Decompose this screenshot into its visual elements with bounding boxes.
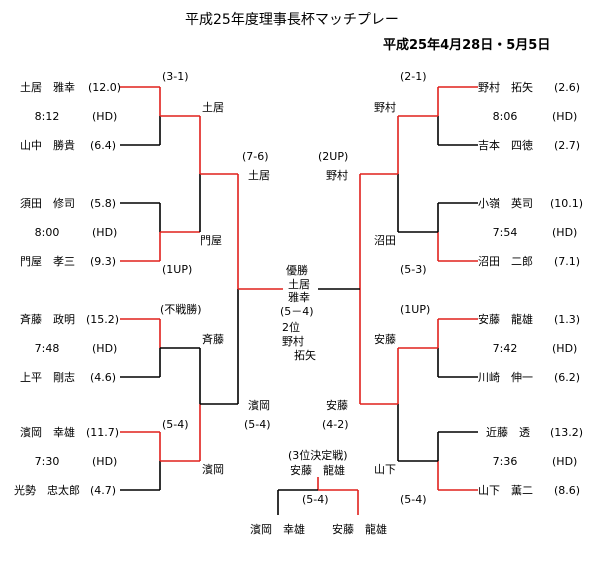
sf-score-r-bot: (4-2) <box>322 418 349 431</box>
tee-time-r2: 7:54 <box>492 226 518 239</box>
sf-score-l-bot: (5-4) <box>244 418 271 431</box>
player-name-l1: 土居 雅幸 <box>20 81 75 94</box>
sf-winner-l-bot: 濱岡 <box>248 399 270 412</box>
event-dates: 平成25年4月28日・5月5日 <box>383 38 551 53</box>
r1-winner-l1: 土居 <box>202 101 224 114</box>
r1-score-r1: (2-1) <box>400 70 427 83</box>
player-name-r1: 野村 拓矢 <box>478 81 533 94</box>
r1-winner-l2: 門屋 <box>200 234 222 247</box>
player-name-r8: 山下 薫二 <box>478 484 533 497</box>
final-runnerup-line2: 拓矢 <box>294 349 316 362</box>
player-name-l3: 須田 修司 <box>20 197 75 210</box>
player-name-l5: 斉藤 政明 <box>20 313 75 326</box>
r1-score-r3: (1UP) <box>400 303 431 316</box>
player-hc-l8: (4.7) <box>90 484 117 497</box>
player-name-l4: 門屋 孝三 <box>20 255 75 268</box>
player-hc-r3: (10.1) <box>550 197 584 210</box>
player-name-r3: 小嶺 英司 <box>478 197 533 210</box>
player-hc-l2: (6.4) <box>90 139 117 152</box>
r1-score-l2: (1UP) <box>162 263 193 276</box>
player-name-l7: 濱岡 幸雄 <box>20 426 75 439</box>
tee-time-r3: 7:42 <box>492 342 518 355</box>
third-place-winner: 安藤 龍雄 <box>290 464 345 477</box>
r1-winner-r1: 野村 <box>374 101 396 114</box>
hd-label-r4: (HD) <box>552 455 578 468</box>
player-name-r5: 安藤 龍雄 <box>478 313 533 326</box>
third-place-score: (5-4) <box>302 493 329 506</box>
third-place-label: (3位決定戦) <box>288 449 348 462</box>
player-name-l8: 光勢 忠太郎 <box>14 484 80 497</box>
player-hc-r8: (8.6) <box>554 484 581 497</box>
player-hc-l1: (12.0) <box>88 81 122 94</box>
r1-winner-r4: 山下 <box>374 463 396 476</box>
player-hc-r1: (2.6) <box>554 81 581 94</box>
player-hc-l6: (4.6) <box>90 371 117 384</box>
player-hc-r5: (1.3) <box>554 313 581 326</box>
hd-label-r2: (HD) <box>552 226 578 239</box>
player-hc-r4: (7.1) <box>554 255 581 268</box>
player-name-r6: 川崎 伸一 <box>478 371 533 384</box>
final-champion-label: 優勝 <box>286 264 308 277</box>
bracket-title: 平成25年度理事長杯マッチプレー <box>185 12 399 28</box>
player-hc-r2: (2.7) <box>554 139 581 152</box>
player-hc-r6: (6.2) <box>554 371 581 384</box>
hd-label-r1: (HD) <box>552 110 578 123</box>
tee-time-l2: 8:00 <box>34 226 60 239</box>
player-hc-l4: (9.3) <box>90 255 117 268</box>
tee-time-l3: 7:48 <box>34 342 60 355</box>
r1-score-l4: (5-4) <box>162 418 189 431</box>
final-runnerup-line1: 野村 <box>282 335 304 348</box>
sf-score-l-top: (7-6) <box>242 150 269 163</box>
tee-time-l4: 7:30 <box>34 455 60 468</box>
player-hc-r7: (13.2) <box>550 426 584 439</box>
tee-time-r1: 8:06 <box>492 110 518 123</box>
final-score: (5－4) <box>280 305 314 318</box>
player-hc-l5: (15.2) <box>86 313 120 326</box>
player-hc-l7: (11.7) <box>86 426 120 439</box>
hd-label-l3: (HD) <box>92 342 118 355</box>
r1-score-r4: (5-4) <box>400 493 427 506</box>
r1-winner-r2: 沼田 <box>374 234 396 247</box>
final-champion-line1: 土居 <box>288 278 310 291</box>
sf-winner-r-bot: 安藤 <box>326 399 348 412</box>
player-name-r2: 吉本 四徳 <box>478 139 533 152</box>
third-place-left-player: 濱岡 幸雄 <box>250 523 305 536</box>
final-runnerup-label: 2位 <box>282 321 300 334</box>
final-champion-line2: 雅幸 <box>288 291 310 304</box>
r1-score-l1: (3-1) <box>162 70 189 83</box>
tee-time-r4: 7:36 <box>492 455 518 468</box>
third-place-right-player: 安藤 龍雄 <box>332 523 387 536</box>
tee-time-l1: 8:12 <box>34 110 60 123</box>
hd-label-l4: (HD) <box>92 455 118 468</box>
hd-label-l1: (HD) <box>92 110 118 123</box>
player-hc-l3: (5.8) <box>90 197 117 210</box>
r1-winner-l3: 斉藤 <box>202 333 224 346</box>
hd-label-l2: (HD) <box>92 226 118 239</box>
r1-winner-r3: 安藤 <box>374 333 396 346</box>
sf-winner-r-top: 野村 <box>326 169 348 182</box>
hd-label-r3: (HD) <box>552 342 578 355</box>
player-name-l2: 山中 勝貴 <box>20 139 75 152</box>
player-name-r4: 沼田 二郎 <box>478 255 533 268</box>
sf-score-r-top: (2UP) <box>318 150 349 163</box>
player-name-r7: 近藤 透 <box>486 426 530 439</box>
r1-score-r2: (5-3) <box>400 263 427 276</box>
sf-winner-l-top: 土居 <box>248 169 270 182</box>
r1-winner-l4: 濱岡 <box>202 463 224 476</box>
r1-score-l3: (不戦勝) <box>160 303 202 316</box>
player-name-l6: 上平 剛志 <box>20 371 75 384</box>
